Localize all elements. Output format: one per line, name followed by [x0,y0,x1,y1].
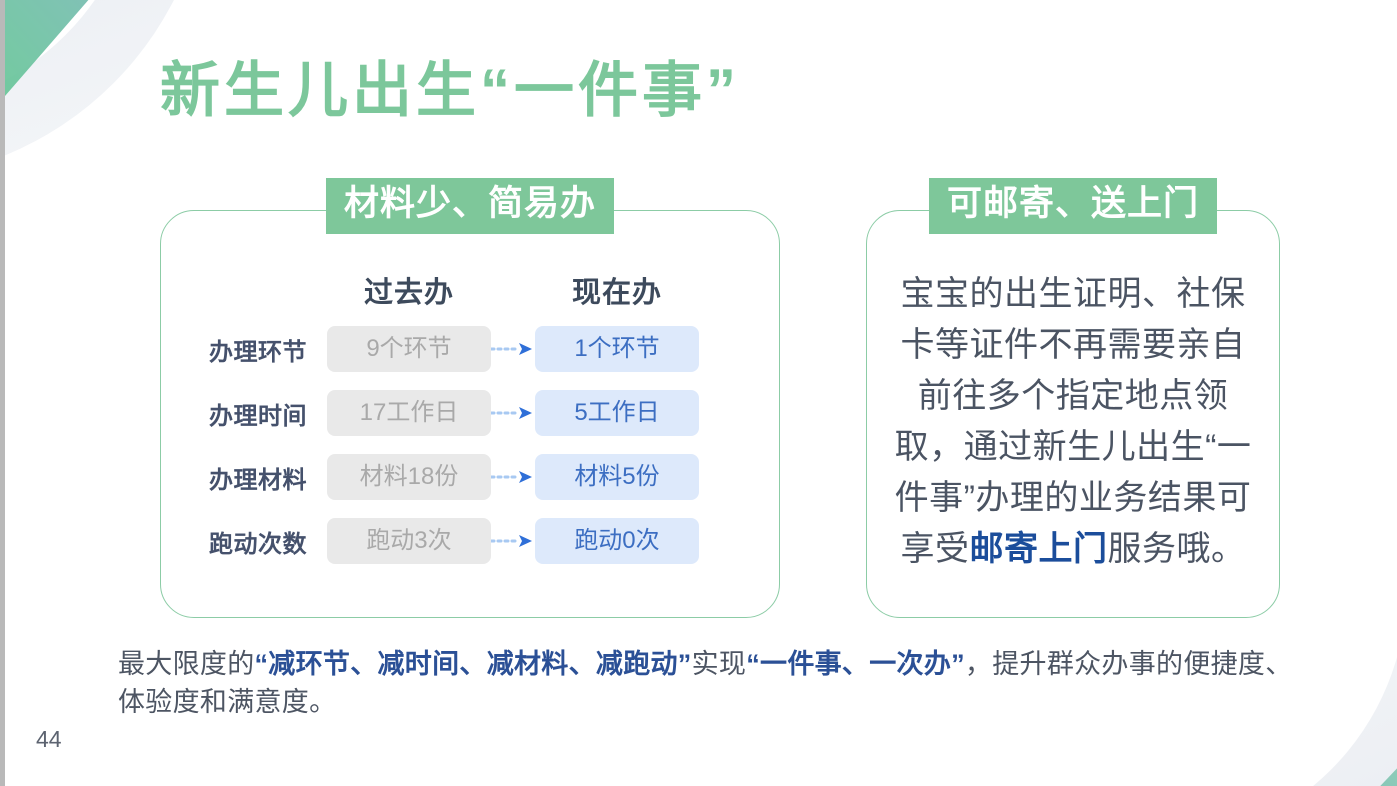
dotted-arrow-icon [491,470,535,484]
card-right-body-highlight: 邮寄上门 [969,530,1108,568]
row-new-value: 跑动0次 [535,518,699,564]
row-label: 办理材料 [209,466,307,494]
dotted-arrow-icon [491,406,535,420]
card-right-body: 宝宝的出生证明、社保卡等证件不再需要亲自前往多个指定地点领取，通过新生儿出生“一… [889,269,1257,575]
table-row: 办理时间 17工作日 5工作日 [209,381,733,445]
card-left-badge: 材料少、简易办 [325,178,615,234]
card-right-badge: 可邮寄、送上门 [928,178,1218,234]
row-old-value: 17工作日 [327,390,491,436]
footer-part3: ，提升群众办事的便捷度、体验度和满意度。 [118,649,1293,718]
card-right-body-part1: 宝宝的出生证明、社保卡等证件不再需要亲自前往多个指定地点领取，通过新生儿出生“一… [894,275,1252,568]
row-label: 跑动次数 [209,530,307,558]
row-new-value: 1个环节 [535,326,699,372]
row-label: 办理时间 [209,402,307,430]
table-row: 办理材料 材料18份 材料5份 [209,445,733,509]
card-mail-delivery: 可邮寄、送上门 宝宝的出生证明、社保卡等证件不再需要亲自前往多个指定地点领取，通… [866,178,1280,618]
page-number: 44 [36,726,62,752]
card-material-simplified: 材料少、简易办 过去办 现在办 办理环节 9个环节 1个环节 [160,178,780,618]
row-label: 办理环节 [209,338,307,366]
table-row: 跑动次数 跑动3次 跑动0次 [209,509,733,573]
footer-summary-text: 最大限度的“减环节、减时间、减材料、减跑动”实现“一件事、一次办”，提升群众办事… [118,645,1293,722]
table-header-row: 过去办 现在办 [209,263,733,317]
row-new-value: 材料5份 [535,454,699,500]
slide-title: 新生儿出生“一件事” [160,57,740,124]
table-header-new: 现在办 [571,277,662,309]
row-old-value: 跑动3次 [327,518,491,564]
table-header-old: 过去办 [363,277,454,309]
row-old-value: 9个环节 [327,326,491,372]
dotted-arrow-icon [491,534,535,548]
footer-part2: 实现 [691,649,747,679]
footer-bold1: “减环节、减时间、减材料、减跑动” [254,649,692,679]
table-row: 办理环节 9个环节 1个环节 [209,317,733,381]
footer-bold2: “一件事、一次办” [746,649,965,679]
row-new-value: 5工作日 [535,390,699,436]
slide-left-edge-strip [0,0,5,786]
row-old-value: 材料18份 [327,454,491,500]
comparison-table: 过去办 现在办 办理环节 9个环节 1个环节 办理时间 17工作日 [209,263,733,573]
card-right-body-part2: 服务哦。 [1107,530,1246,568]
dotted-arrow-icon [491,342,535,356]
footer-part1: 最大限度的 [118,649,255,679]
